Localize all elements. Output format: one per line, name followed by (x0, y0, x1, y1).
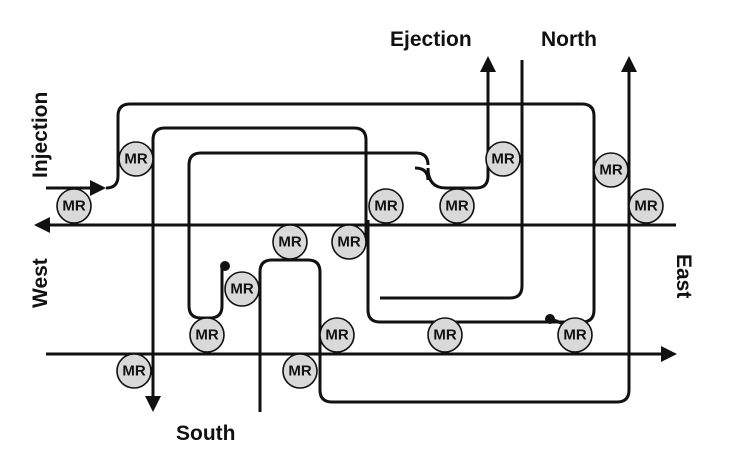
north-right-arrowhead (621, 56, 637, 72)
mr-label: MR (445, 198, 468, 215)
mr-node: MR (628, 188, 664, 224)
mr-node: MR (427, 317, 463, 353)
ejection-label: Ejection (390, 28, 472, 51)
mr-node: MR (118, 141, 154, 177)
south-line (258, 72, 631, 412)
mr-node: MR (557, 317, 593, 353)
mr-label: MR (122, 363, 145, 380)
mr-node: MR (368, 188, 404, 224)
mr-label: MR (491, 151, 514, 168)
mr-node: MR (331, 224, 367, 260)
mr-node: MR (56, 188, 92, 224)
west-arrowhead (34, 217, 50, 233)
north-label: North (541, 28, 597, 51)
spur-endpoint (545, 314, 555, 324)
mr-node: MR (272, 224, 308, 260)
mr-node: MR (439, 188, 475, 224)
mr-node: MR (189, 317, 225, 353)
mr-node: MR (224, 271, 260, 307)
mr-label: MR (124, 151, 147, 168)
east-label: East (672, 254, 695, 298)
mr-label: MR (230, 281, 253, 298)
south-label: South (176, 422, 235, 445)
inner-loop-endpoint (220, 261, 230, 271)
mr-label: MR (325, 327, 348, 344)
middle-loop (151, 126, 368, 396)
mr-label: MR (433, 327, 456, 344)
mr-node: MR (282, 353, 318, 389)
south-left-arrowhead (145, 396, 161, 412)
injection-arrowhead (90, 180, 106, 196)
mr-label: MR (288, 363, 311, 380)
mr-label: MR (337, 234, 360, 251)
mr-label: MR (195, 327, 218, 344)
mr-node: MR (116, 353, 152, 389)
ejection-line (426, 72, 490, 190)
mr-label: MR (62, 198, 85, 215)
mr-node: MR (485, 141, 521, 177)
west-label: West (29, 258, 52, 308)
mr-label: MR (634, 198, 657, 215)
outer-loop (105, 102, 596, 324)
mr-node: MR (593, 152, 629, 188)
mr-node: MR (319, 317, 355, 353)
north-line (380, 60, 524, 300)
mr-label: MR (599, 162, 622, 179)
mr-label: MR (563, 327, 586, 344)
mr-label: MR (278, 234, 301, 251)
east-arrowhead (661, 346, 677, 362)
ejection-arrowhead (480, 56, 496, 72)
injection-label: Injection (29, 92, 52, 178)
mr-label: MR (374, 198, 397, 215)
